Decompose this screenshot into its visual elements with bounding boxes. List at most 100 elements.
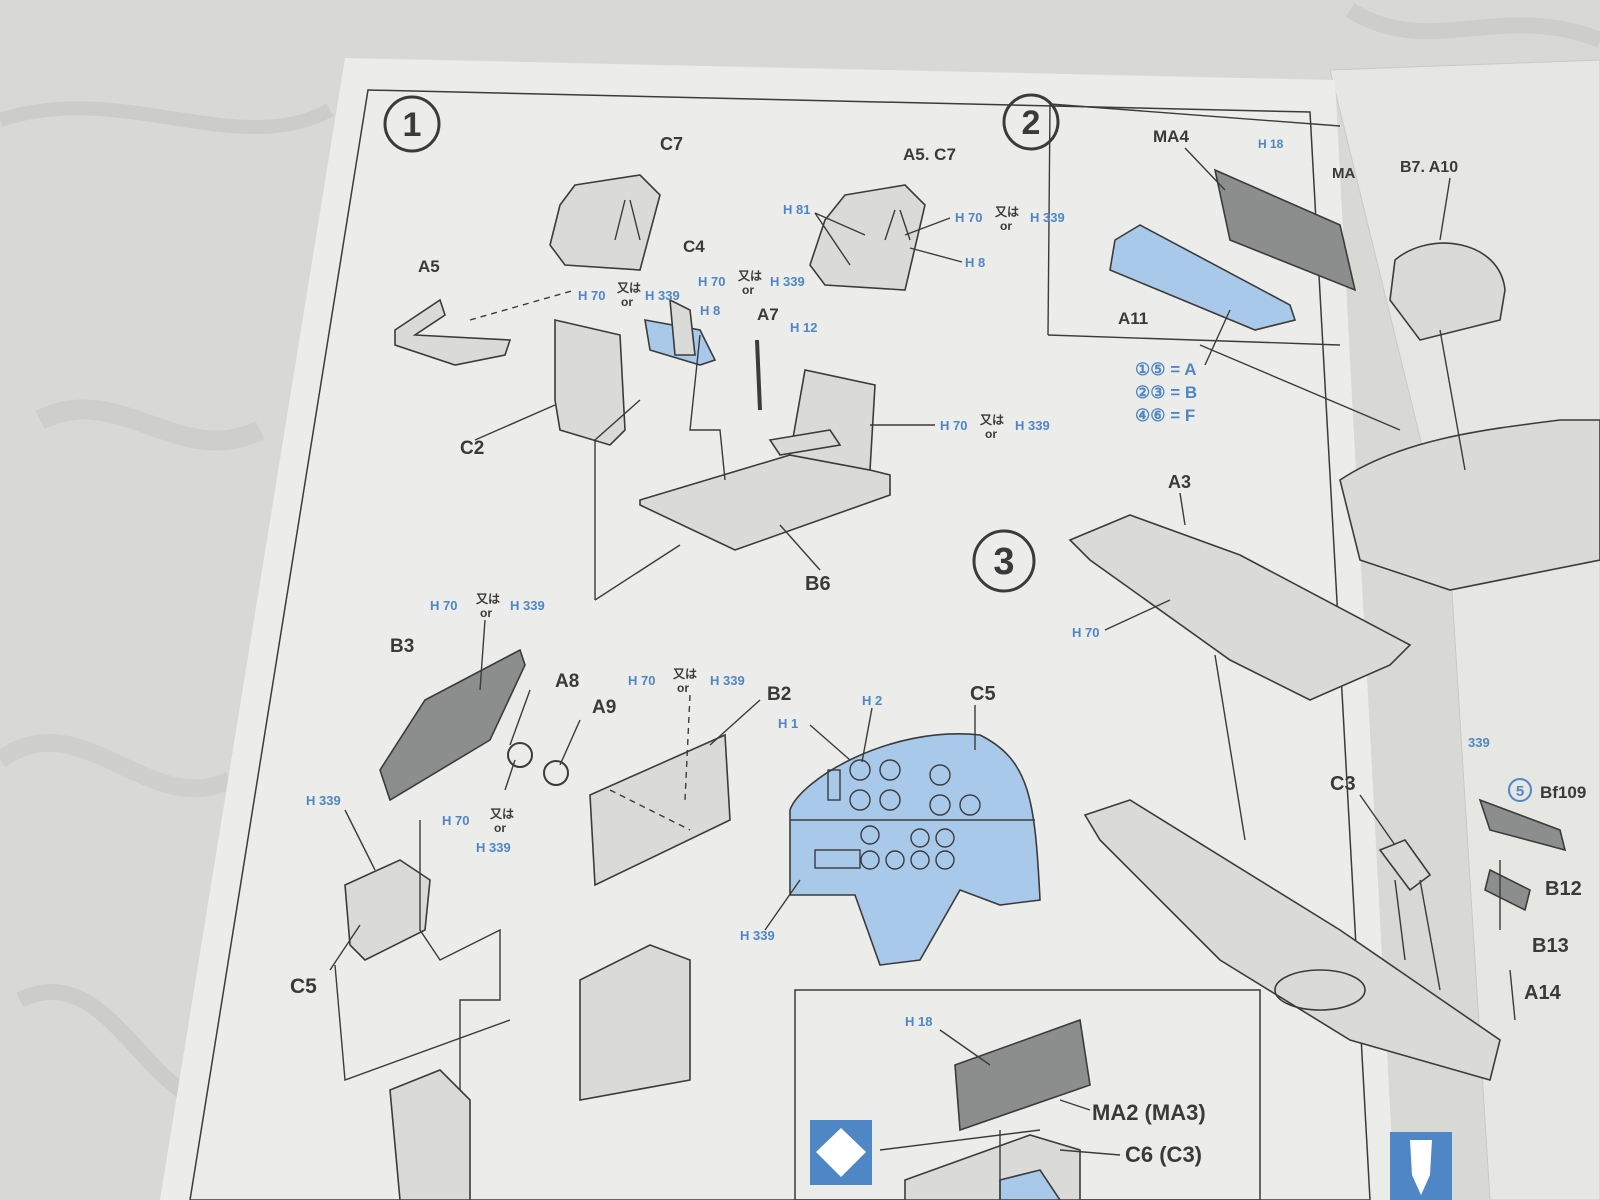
paint-h70-c: H 70	[955, 210, 982, 225]
label-ma4: MA4	[1153, 127, 1189, 146]
part-c3	[1378, 839, 1432, 892]
paint-h339-d: H 339	[1015, 418, 1050, 433]
side-panel-b3	[379, 648, 526, 802]
panel-ma4	[1213, 168, 1357, 292]
paint-or-e: or	[480, 606, 492, 620]
paint-h8-a: H 8	[700, 303, 720, 318]
side-panel-b2	[589, 733, 731, 887]
label-b7-a10: B7. A10	[1400, 159, 1458, 176]
wing-a3	[1068, 514, 1412, 701]
paint-mataha-b: 又は	[737, 269, 762, 283]
paint-h70-f: H 70	[628, 673, 655, 688]
instrument-panel-c5	[789, 733, 1041, 966]
code-line-1: ①⑤ = A	[1135, 360, 1197, 379]
label-ma2: MA2 (MA3)	[1092, 1100, 1206, 1125]
paint-h339-a: H 339	[645, 288, 680, 303]
step-1-marker: 1	[383, 95, 441, 153]
label-a11: A11	[1118, 309, 1148, 328]
back-panel-c2	[554, 318, 626, 446]
paint-h70-g: H 70	[442, 813, 469, 828]
label-c4: C4	[683, 237, 705, 256]
fuselage-b7-a10	[1389, 242, 1506, 341]
label-a14: A14	[1524, 982, 1562, 1004]
floor-b6	[639, 369, 891, 551]
label-b3: B3	[390, 636, 414, 657]
paint-mataha-e: 又は	[475, 592, 500, 606]
label-c6: C6 (C3)	[1125, 1142, 1202, 1167]
label-a9: A9	[592, 697, 616, 718]
paint-h1: H 1	[778, 716, 798, 731]
step-5-number: 5	[1516, 783, 1524, 800]
panel-ma2	[954, 1018, 1091, 1132]
cockpit-assembly	[389, 1069, 471, 1200]
paint-h339-b: H 339	[770, 274, 805, 289]
seat-a5c7	[809, 184, 926, 291]
label-c5-panel: C5	[970, 683, 996, 705]
wheel-a8	[507, 742, 533, 768]
label-a8: A8	[555, 671, 579, 692]
paint-h339-g: H 339	[306, 793, 341, 808]
label-a3: A3	[1168, 472, 1191, 492]
paint-or-a: or	[621, 295, 633, 309]
paint-h81: H 81	[783, 202, 810, 217]
label-c2: C2	[460, 438, 484, 459]
paint-h8-b: H 8	[965, 255, 985, 270]
paint-or-g: or	[494, 821, 506, 835]
sheet-border	[189, 89, 1371, 1200]
wheel-a9	[543, 760, 569, 786]
label-a5: A5	[418, 257, 440, 276]
paint-h70-d: H 70	[940, 418, 967, 433]
label-c5-support: C5	[290, 975, 317, 998]
label-a5-c7: A5. C7	[903, 145, 956, 164]
part-b13	[1484, 868, 1531, 912]
step-1-number: 1	[403, 106, 422, 144]
paint-h18-a: H 18	[1258, 137, 1284, 151]
paint-or-c: or	[1000, 219, 1012, 233]
paint-h12: H 12	[790, 320, 817, 335]
pin-symbol-icon	[1390, 1132, 1452, 1200]
paint-h18-b: H 18	[905, 1014, 932, 1029]
paint-h2: H 2	[862, 693, 882, 708]
paint-h70-h: H 70	[1072, 625, 1099, 640]
step-5-marker: 5	[1508, 778, 1532, 802]
step-2-marker: 2	[1002, 93, 1060, 151]
label-c7: C7	[660, 134, 683, 154]
support-c5	[344, 859, 431, 961]
label-c3: C3	[1330, 773, 1356, 795]
paint-h339-f: H 339	[710, 673, 745, 688]
label-b12: B12	[1545, 878, 1582, 900]
paint-or-f: or	[677, 681, 689, 695]
paint-h339-j: 339	[1468, 735, 1490, 750]
label-b2: B2	[767, 684, 791, 705]
paint-h70-a: H 70	[578, 288, 605, 303]
paint-mataha-d: 又は	[979, 413, 1004, 427]
paint-mataha-a: 又は	[616, 281, 641, 295]
paint-or-d: or	[985, 427, 997, 441]
seat-c7	[549, 174, 661, 271]
label-ma: MA	[1332, 165, 1355, 182]
paint-mataha-c: 又は	[994, 205, 1019, 219]
label-a7: A7	[757, 305, 779, 324]
seat-frame-a5	[394, 298, 512, 366]
step-3-number: 3	[993, 541, 1014, 583]
paint-mataha-g: 又は	[489, 807, 514, 821]
code-line-3: ④⑥ = F	[1135, 406, 1195, 425]
paint-h70-e: H 70	[430, 598, 457, 613]
label-bf109: Bf109	[1540, 783, 1586, 802]
inset-box	[794, 989, 1261, 1200]
step-2-number: 2	[1022, 104, 1041, 142]
wing-lower	[1083, 799, 1501, 1081]
part-b12	[1478, 798, 1567, 852]
label-b6: B6	[805, 573, 831, 595]
paint-h339-h: H 339	[476, 840, 511, 855]
diamond-symbol-icon	[810, 1120, 872, 1185]
label-b13: B13	[1532, 935, 1569, 957]
paint-h339-i: H 339	[740, 928, 775, 943]
paint-or-b: or	[742, 283, 754, 297]
paint-h70-b: H 70	[698, 274, 725, 289]
paint-mataha-f: 又は	[672, 667, 697, 681]
step-3-marker: 3	[972, 529, 1036, 593]
paint-h339-e: H 339	[510, 598, 545, 613]
code-line-2: ②③ = B	[1135, 383, 1197, 402]
